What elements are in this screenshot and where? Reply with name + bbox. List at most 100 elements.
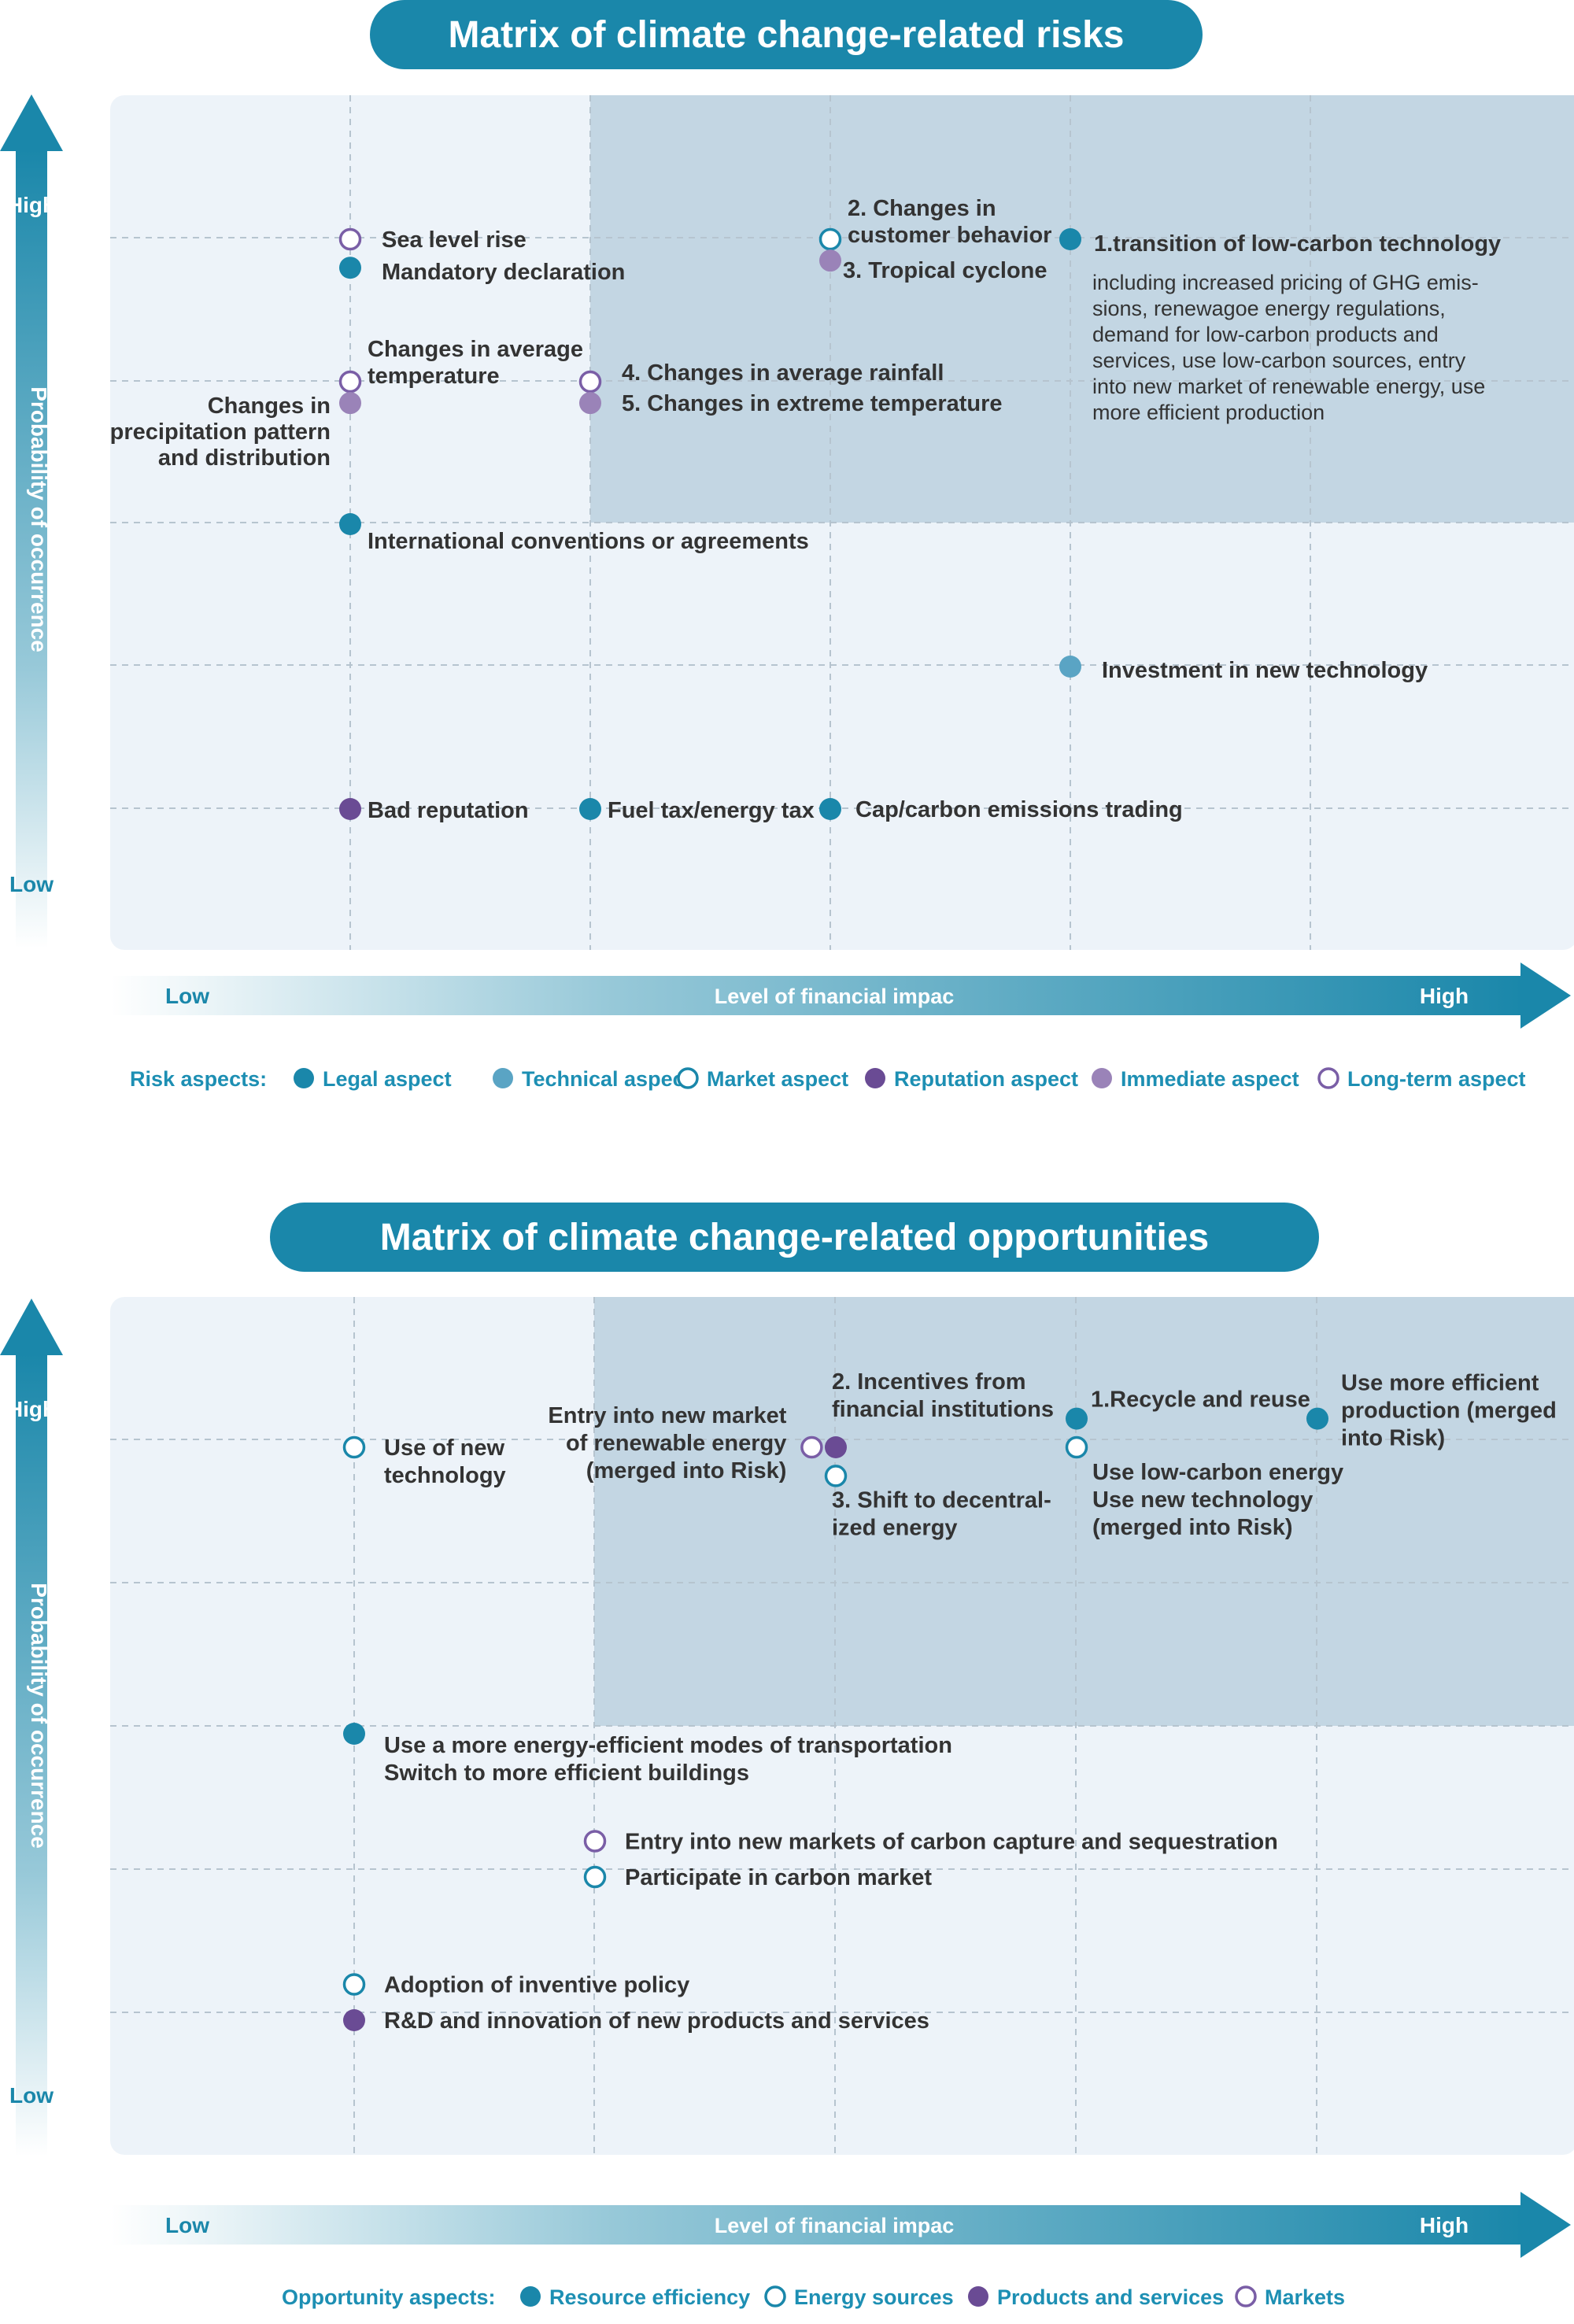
data-point <box>583 1830 607 1853</box>
legend-item-label: Technical aspect <box>522 1067 692 1091</box>
data-point <box>1059 228 1081 250</box>
x-axis-arrowhead <box>1520 2192 1571 2258</box>
high-impact-zone <box>590 95 1574 523</box>
data-point <box>579 798 601 820</box>
transition-note-line: demand for low-carbon products and <box>1092 323 1439 346</box>
data-point <box>339 392 361 415</box>
point-label: (merged into Risk) <box>1092 1515 1293 1540</box>
point-label: 5. Changes in extreme temperature <box>622 391 1003 416</box>
data-point <box>800 1435 823 1459</box>
data-point <box>579 392 601 415</box>
legend-marker <box>493 1068 513 1088</box>
y-axis-bar <box>16 1354 47 2156</box>
legend-item-label: Legal aspect <box>323 1067 452 1091</box>
data-point <box>824 1465 848 1487</box>
data-point <box>1066 1407 1088 1430</box>
point-label: Changes in average <box>368 337 583 362</box>
x-axis-bar <box>110 2205 1523 2245</box>
point-label: precipitation pattern <box>110 419 331 445</box>
point-label: 2. Incentives from <box>832 1369 1026 1395</box>
data-point <box>583 1865 607 1889</box>
data-point <box>339 798 361 820</box>
data-point <box>343 1723 365 1745</box>
legend-marker <box>764 2285 786 2307</box>
point-label: 1.transition of low-carbon technology <box>1094 231 1501 257</box>
point-label: Use new technology <box>1092 1487 1313 1513</box>
y-axis-high-label: High <box>7 1397 56 1421</box>
legend-item-label: Products and services <box>997 2285 1224 2309</box>
point-label: 3. Shift to decentral- <box>832 1487 1051 1513</box>
point-label: Switch to more efficient buildings <box>384 1761 749 1786</box>
data-point <box>578 370 602 393</box>
point-label: Sea level rise <box>382 227 527 253</box>
transition-note-line: services, use low-carbon sources, entry <box>1092 349 1466 372</box>
point-label: Entry into new market <box>548 1403 786 1428</box>
data-point <box>338 370 362 393</box>
point-label: temperature <box>368 364 500 389</box>
title-pill <box>370 0 1203 69</box>
legend-marker <box>865 1068 885 1088</box>
risk-matrix-chart: Matrix of climate change-related risksHi… <box>0 0 1574 1091</box>
transition-note-line: into new market of renewable energy, use <box>1092 375 1485 398</box>
y-axis-arrowhead <box>0 94 63 151</box>
legend-title: Opportunity aspects: <box>282 2285 496 2309</box>
point-label: production (merged <box>1341 1398 1557 1424</box>
chart-title: Matrix of climate change-related opportu… <box>380 1217 1210 1258</box>
data-point <box>819 798 841 820</box>
point-label: Bad reputation <box>368 798 529 823</box>
legend-marker <box>968 2286 988 2307</box>
legend-item-label: Resource efficiency <box>549 2285 750 2309</box>
point-label: into Risk) <box>1341 1426 1445 1451</box>
point-label: Use low-carbon energy <box>1092 1460 1343 1485</box>
point-label: Mandatory declaration <box>382 260 625 285</box>
y-axis-low-label: Low <box>9 872 54 896</box>
data-point <box>342 1435 366 1459</box>
x-axis-label: Level of financial impac <box>715 985 955 1008</box>
x-axis-low-label: Low <box>165 2213 209 2237</box>
data-point <box>339 257 361 279</box>
legend-marker <box>520 2286 541 2307</box>
point-label: Changes in <box>208 393 331 419</box>
data-point <box>343 2009 365 2031</box>
transition-note-line: sions, renewagoe energy regulations, <box>1092 297 1446 320</box>
point-label: Participate in carbon market <box>625 1865 932 1890</box>
point-label: Use of new <box>384 1435 505 1461</box>
y-axis-label: Probability of occurrence <box>27 1583 51 1849</box>
point-label: Use a more energy-efficient modes of tra… <box>384 1733 952 1758</box>
point-label: Investment in new technology <box>1102 658 1428 683</box>
point-label: customer behavior <box>848 223 1051 248</box>
data-point <box>825 1436 847 1458</box>
point-label: International conventions or agreements <box>368 529 809 554</box>
point-label: Cap/carbon emissions trading <box>855 797 1183 822</box>
point-label: Use more efficient <box>1341 1371 1539 1396</box>
point-label: 1.Recycle and reuse <box>1091 1387 1310 1413</box>
data-point <box>338 227 362 251</box>
point-label: technology <box>384 1463 506 1488</box>
point-label: 3. Tropical cyclone <box>843 258 1047 283</box>
legend-item-label: Energy sources <box>794 2285 954 2309</box>
point-label: financial institutions <box>832 1397 1054 1422</box>
point-label: 2. Changes in <box>848 196 996 221</box>
y-axis-label: Probability of occurrence <box>27 386 51 652</box>
y-axis-low-label: Low <box>9 2083 54 2108</box>
legend-item-label: Markets <box>1265 2285 1345 2309</box>
point-label: Adoption of inventive policy <box>384 1973 689 1998</box>
legend-title: Risk aspects: <box>130 1067 267 1091</box>
x-axis-low-label: Low <box>165 984 209 1008</box>
point-label: R&D and innovation of new products and s… <box>384 2008 929 2034</box>
high-impact-zone <box>594 1297 1574 1726</box>
transition-note-line: including increased pricing of GHG emis- <box>1092 271 1479 294</box>
data-point <box>342 1973 366 1996</box>
legend-item-label: Market aspect <box>707 1067 848 1091</box>
legend-marker <box>294 1068 314 1088</box>
legend-item-label: Immediate aspect <box>1121 1067 1299 1091</box>
legend-marker <box>1092 1068 1112 1088</box>
y-axis-arrowhead <box>0 1299 63 1355</box>
legend-marker <box>1317 1067 1339 1089</box>
data-point <box>1059 656 1081 678</box>
x-axis-arrowhead <box>1520 962 1571 1029</box>
point-label: of renewable energy <box>566 1431 786 1456</box>
point-label: Entry into new markets of carbon capture… <box>625 1830 1278 1855</box>
point-label: ized energy <box>832 1515 958 1540</box>
